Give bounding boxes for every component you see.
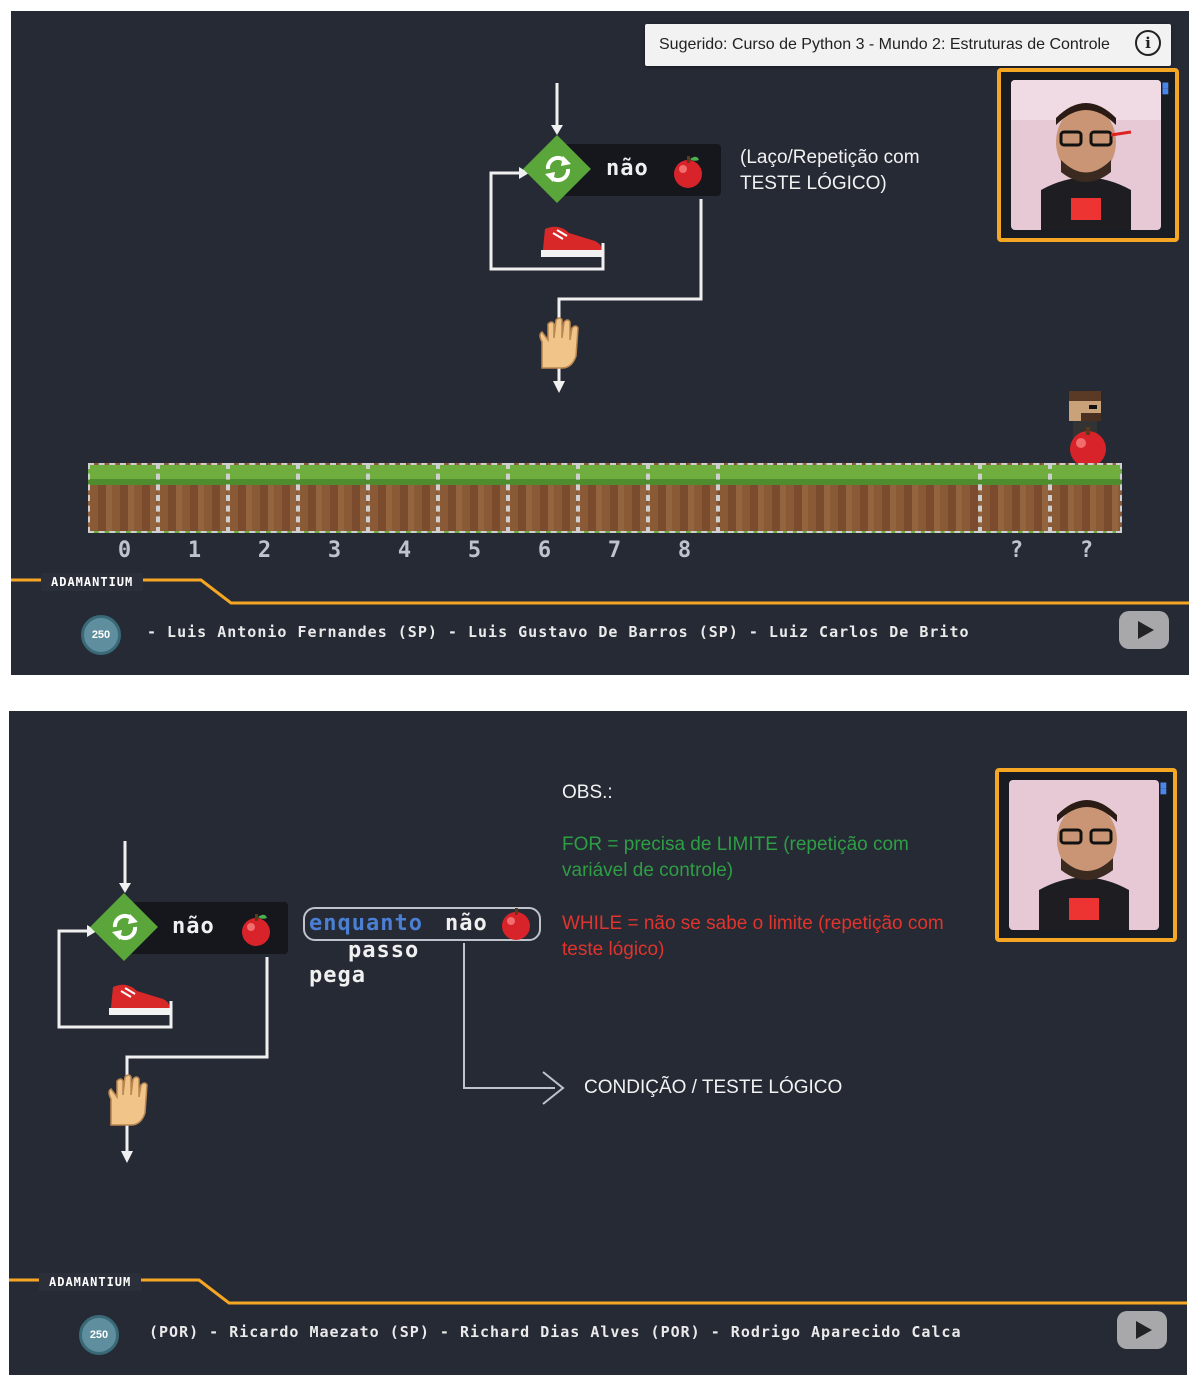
tile-index: 5 <box>467 538 483 563</box>
grass-tile <box>438 463 508 533</box>
grass-tile <box>368 463 438 533</box>
ticker-frame <box>11 578 1189 605</box>
hand-stop-icon <box>108 1074 148 1126</box>
apple-icon <box>674 156 702 188</box>
suggested-video-card[interactable]: Sugerido: Curso de Python 3 - Mundo 2: E… <box>645 24 1171 66</box>
grass-tile <box>578 463 648 533</box>
supporters-ticker: ADAMANTIUM 250 (POR) - Ricardo Maezato (… <box>9 1273 1187 1355</box>
more-options-icon[interactable]: ■■ <box>1161 78 1169 98</box>
condition-arrow <box>463 943 565 1105</box>
more-options-icon[interactable]: ■■ <box>1159 778 1167 798</box>
video-frame-1[interactable]: Sugerido: Curso de Python 3 - Mundo 2: E… <box>11 11 1189 675</box>
sneaker-icon <box>541 226 603 257</box>
obs-while: WHILE = não se sabe o limite (repetição … <box>562 911 944 963</box>
loop-note-line1: (Laço/Repetição com <box>740 147 920 168</box>
grass-tile <box>1050 463 1122 533</box>
grass-tile-gap <box>718 463 980 533</box>
apple-icon <box>502 908 530 940</box>
loop-arrows-icon <box>112 913 138 941</box>
tier-badge: ADAMANTIUM <box>41 573 144 591</box>
tile-index: ? <box>1009 538 1025 563</box>
tile-index: 7 <box>607 538 623 563</box>
grass-tile <box>508 463 578 533</box>
condition-label: não <box>172 914 215 939</box>
tile-index: ? <box>1079 538 1095 563</box>
play-icon[interactable] <box>1119 611 1169 649</box>
condition-label: não <box>606 156 649 181</box>
tier-badge: ADAMANTIUM <box>39 1273 142 1291</box>
presenter-video <box>1011 80 1161 230</box>
apple-icon <box>242 914 270 946</box>
code-step: passo <box>348 938 420 963</box>
sneaker-icon <box>109 984 171 1015</box>
tile-index: 0 <box>117 538 133 563</box>
pixel-character <box>1069 391 1101 441</box>
webcam-overlay: ■■ <box>995 768 1177 942</box>
video-frame-2[interactable]: ■■ não enquanto não passo <box>9 711 1187 1375</box>
grass-tile <box>88 463 158 533</box>
keyword-enquanto: enquanto <box>309 911 423 936</box>
presenter-video <box>1009 780 1159 930</box>
hand-stop-icon <box>539 317 579 369</box>
tile-index: 8 <box>677 538 693 563</box>
tile-index: 4 <box>397 538 413 563</box>
grass-tile <box>980 463 1050 533</box>
tile-index: 6 <box>537 538 553 563</box>
code-condition: não <box>445 911 488 936</box>
obs-for: FOR = precisa de LIMITE (repetição com v… <box>562 832 909 884</box>
ticker-names: (POR) - Ricardo Maezato (SP) - Richard D… <box>149 1323 962 1341</box>
loop-arrows-icon <box>545 155 571 183</box>
tile-index: 2 <box>257 538 273 563</box>
obs-title: OBS.: <box>562 782 613 803</box>
apple-icon <box>1070 427 1106 467</box>
while-flow-diagram <box>489 83 703 393</box>
condition-label-note: CONDIÇÃO / TESTE LÓGICO <box>584 1077 843 1098</box>
supporters-ticker: ADAMANTIUM 250 - Luis Antonio Fernandes … <box>11 573 1189 655</box>
tile-index: 3 <box>327 538 343 563</box>
info-icon[interactable]: i <box>1135 30 1161 56</box>
ticker-frame <box>9 1278 1187 1305</box>
obs-for-line1: FOR = precisa de LIMITE (repetição com <box>562 834 909 855</box>
webcam-overlay: ■■ <box>997 68 1179 242</box>
obs-for-line2: variável de controle) <box>562 860 734 881</box>
grass-tile <box>648 463 718 533</box>
loop-note-line2: TESTE LÓGICO) <box>740 173 887 194</box>
suggested-video-title[interactable]: Sugerido: Curso de Python 3 - Mundo 2: E… <box>659 36 1110 53</box>
ticker-names: - Luis Antonio Fernandes (SP) - Luis Gus… <box>147 623 970 641</box>
medal-value: 250 <box>91 629 111 641</box>
play-icon[interactable] <box>1117 1311 1167 1349</box>
medal-icon: 250 <box>79 1315 119 1355</box>
medal-icon: 250 <box>81 615 121 655</box>
grass-tile <box>228 463 298 533</box>
obs-while-line2: teste lógico) <box>562 939 665 960</box>
grass-tile <box>158 463 228 533</box>
condition-highlight <box>303 907 541 941</box>
medal-value: 250 <box>89 1329 109 1341</box>
loop-note: (Laço/Repetição com TESTE LÓGICO) <box>740 145 920 197</box>
grass-tile <box>298 463 368 533</box>
obs-while-line1: WHILE = não se sabe o limite (repetição … <box>562 913 944 934</box>
code-take: pega <box>309 963 366 988</box>
tile-index: 1 <box>187 538 203 563</box>
